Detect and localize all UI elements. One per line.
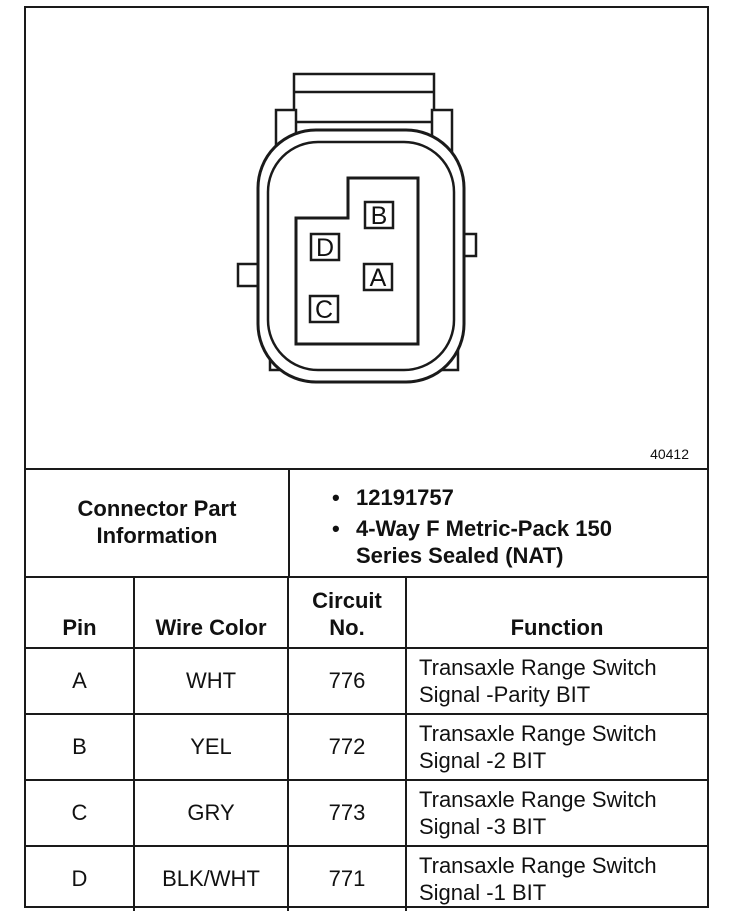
table-row: C GRY 773 Transaxle Range Switch Signal …: [26, 780, 707, 847]
function-cell: Transaxle Range Switch Signal -Parity BI…: [406, 648, 707, 715]
table-row: A WHT 776 Transaxle Range Switch Signal …: [26, 648, 707, 715]
cavity-a: A: [362, 262, 394, 292]
connector-info-label-line1: Connector Part: [77, 496, 237, 521]
circuit-cell: 772: [288, 714, 407, 781]
connector-description: 4-Way F Metric-Pack 150 Series Sealed (N…: [328, 515, 656, 569]
header-pin: Pin: [26, 576, 135, 649]
connector-info-list: 12191757 4-Way F Metric-Pack 150 Series …: [328, 484, 656, 573]
connector-info-label: Connector Part Information: [26, 468, 290, 576]
cavity-b-label: B: [371, 202, 388, 230]
header-circuit-line1: Circuit: [312, 588, 382, 613]
cavity-d: D: [309, 232, 341, 262]
part-number: 12191757: [328, 484, 656, 511]
function-cell: Transaxle Range Switch Signal -2 BIT: [406, 714, 707, 781]
cavity-b: B: [363, 200, 395, 230]
pin-cell: C: [26, 780, 135, 847]
connector-seal: [266, 140, 456, 372]
wire-color-cell: GRY: [134, 780, 289, 847]
pin-cell: A: [26, 648, 135, 715]
cavity-c: C: [308, 294, 340, 324]
circuit-cell: 776: [288, 648, 407, 715]
cavity-c-label: C: [315, 296, 333, 324]
wire-color-cell: YEL: [134, 714, 289, 781]
connector-info: Connector Part Information 12191757 4-Wa…: [26, 468, 707, 578]
connector-latch: [292, 72, 436, 124]
connector-info-label-line2: Information: [96, 523, 218, 548]
cavity-a-label: A: [370, 264, 387, 292]
cavity-labels: B D A C: [308, 200, 395, 324]
wire-color-cell: BLK/WHT: [134, 846, 289, 911]
pin-table: Pin Wire Color Circuit No. Function A WH…: [26, 576, 707, 911]
connector-figure: B D A C 40412 Connector Part: [24, 6, 709, 911]
header-wire-color: Wire Color: [134, 576, 289, 649]
table-row: B YEL 772 Transaxle Range Switch Signal …: [26, 714, 707, 781]
circuit-cell: 771: [288, 846, 407, 911]
pin-cell: D: [26, 846, 135, 911]
wire-color-cell: WHT: [134, 648, 289, 715]
circuit-cell: 773: [288, 780, 407, 847]
connector-diagram: B D A C 40412: [26, 8, 707, 470]
figure-number: 40412: [650, 446, 689, 462]
function-cell: Transaxle Range Switch Signal -1 BIT: [419, 853, 657, 905]
cavity-d-label: D: [316, 234, 334, 262]
header-circuit-line2: No.: [329, 615, 365, 640]
function-cell: Transaxle Range Switch Signal -3 BIT: [406, 780, 707, 847]
table-header-row: Pin Wire Color Circuit No. Function: [26, 576, 707, 649]
table-row: D BLK/WHT 771 Transaxle Range Switch Sig…: [26, 846, 707, 911]
connector-drawing: B D A C: [236, 72, 478, 384]
header-function: Function: [406, 576, 707, 649]
connector-face: [294, 176, 420, 346]
header-circuit: Circuit No.: [288, 576, 407, 649]
pin-cell: B: [26, 714, 135, 781]
